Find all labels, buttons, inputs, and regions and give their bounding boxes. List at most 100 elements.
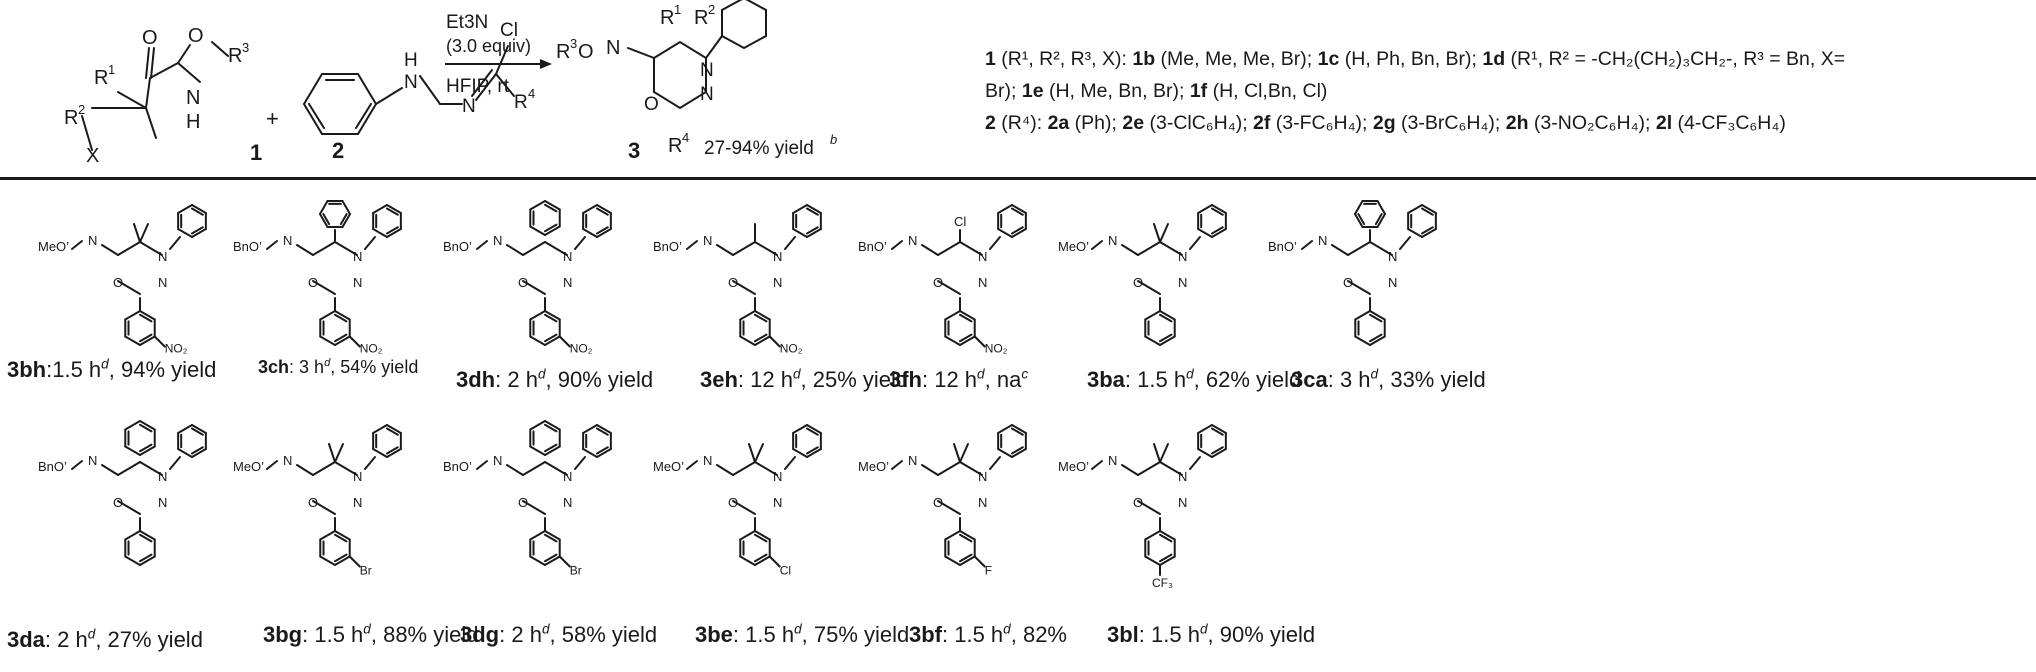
compound-id: 3bh [7,357,47,382]
compound-id: 3da [7,627,45,652]
svg-text:N: N [158,275,167,290]
caption-3bh: 3bh:1.5 hd, 94% yield [7,356,217,382]
svg-text:O: O [142,27,158,49]
svg-text:N: N [88,453,97,468]
compound-id: 3dg [460,622,500,647]
compound-id: 3ca [1291,367,1328,392]
svg-text:F: F [985,564,992,578]
product-3-structure [627,0,767,110]
svg-text:N: N [606,37,620,59]
svg-text:N: N [978,495,987,510]
svg-text:N: N [186,87,200,109]
svg-text:O: O [1133,495,1143,510]
svg-text:O: O [728,275,738,290]
svg-text:CF₃: CF₃ [1152,576,1173,590]
svg-text:N: N [1388,249,1397,264]
svg-text:BnO’: BnO’ [443,459,472,474]
plus-sign: + [266,106,279,131]
legend-line-2: Br); 1e (H, Me, Bn, Br); 1f (H, Cl,Bn, C… [985,80,1328,102]
svg-text:N: N [283,453,292,468]
svg-text:MeO’: MeO’ [233,459,264,474]
svg-text:R: R [668,135,682,157]
svg-text:R: R [514,92,528,113]
reagent-base: Et3N [446,12,488,33]
svg-text:MeO’: MeO’ [38,239,69,254]
svg-text:O: O [933,495,943,510]
svg-text:N: N [1178,469,1187,484]
svg-text:NO₂: NO₂ [165,342,188,356]
svg-text:N: N [1108,453,1117,468]
svg-text:BnO’: BnO’ [1268,239,1297,254]
compound-id: 3dh [456,367,496,392]
svg-text:O: O [728,495,738,510]
compound-id: 3bf [909,622,942,647]
svg-text:N: N [563,495,572,510]
compound-id: 3fh [889,367,922,392]
svg-text:N: N [158,469,167,484]
svg-text:O: O [113,275,123,290]
svg-text:1: 1 [108,62,115,77]
svg-text:BnO’: BnO’ [38,459,67,474]
svg-text:N: N [353,275,362,290]
svg-text:N: N [703,233,712,248]
caption-3dh: 3dh: 2 hd, 90% yield [456,366,654,392]
svg-text:N: N [773,249,782,264]
legend-line-3: 2 (R⁴): 2a (Ph); 2e (3-ClC₆H₄); 2f (3-FC… [985,112,1786,134]
caption-3da: 3da: 2 hd, 27% yield [7,626,203,652]
svg-text:Br: Br [360,564,372,578]
svg-text:N: N [404,72,418,93]
svg-text:N: N [493,233,502,248]
svg-text:R: R [64,107,78,129]
yield-range: 27-94% yield [704,138,814,159]
caption-3fh: 3fh: 12 hd, nac [889,366,1029,392]
svg-text:N: N [1178,495,1187,510]
svg-text:3: 3 [242,40,249,55]
reactant-1-label: 1 [250,140,262,165]
svg-text:N: N [158,495,167,510]
svg-text:X: X [86,145,99,167]
svg-text:N: N [703,453,712,468]
compound-id: 3bg [263,622,303,647]
svg-text:R: R [556,41,570,63]
svg-text:N: N [773,495,782,510]
svg-text:BnO’: BnO’ [858,239,887,254]
svg-text:N: N [353,495,362,510]
compound-structures: NNONMeO’NO₂NNONBnO’NO₂NNONBnO’NO₂NNONBnO… [38,200,1437,590]
svg-text:R: R [94,67,108,89]
svg-text:BnO’: BnO’ [653,239,682,254]
reactant-2-structure [302,45,515,135]
caption-3be: 3be: 1.5 hd, 75% yield [695,621,910,647]
svg-text:N: N [158,249,167,264]
svg-text:N: N [493,453,502,468]
svg-text:N: N [978,469,987,484]
svg-text:Cl: Cl [500,20,518,41]
svg-text:N: N [563,249,572,264]
svg-text:O: O [644,94,659,115]
caption-3ba: 3ba: 1.5 hd, 62% yield [1087,366,1302,392]
svg-text:N: N [1318,233,1327,248]
svg-text:N: N [908,233,917,248]
caption-3eh: 3eh: 12 hd, 25% yield [700,366,909,392]
svg-text:N: N [773,469,782,484]
svg-text:NO₂: NO₂ [780,342,803,356]
svg-text:O: O [518,275,528,290]
svg-text:3: 3 [570,36,577,51]
svg-text:N: N [563,275,572,290]
compound-id: 3ch [258,357,290,377]
svg-text:R: R [228,45,242,67]
reagent-equiv: (3.0 equiv) [446,36,531,56]
svg-text:N: N [563,469,572,484]
svg-text:2: 2 [78,102,85,117]
svg-text:N: N [700,84,714,105]
svg-text:N: N [1388,275,1397,290]
svg-text:N: N [88,233,97,248]
